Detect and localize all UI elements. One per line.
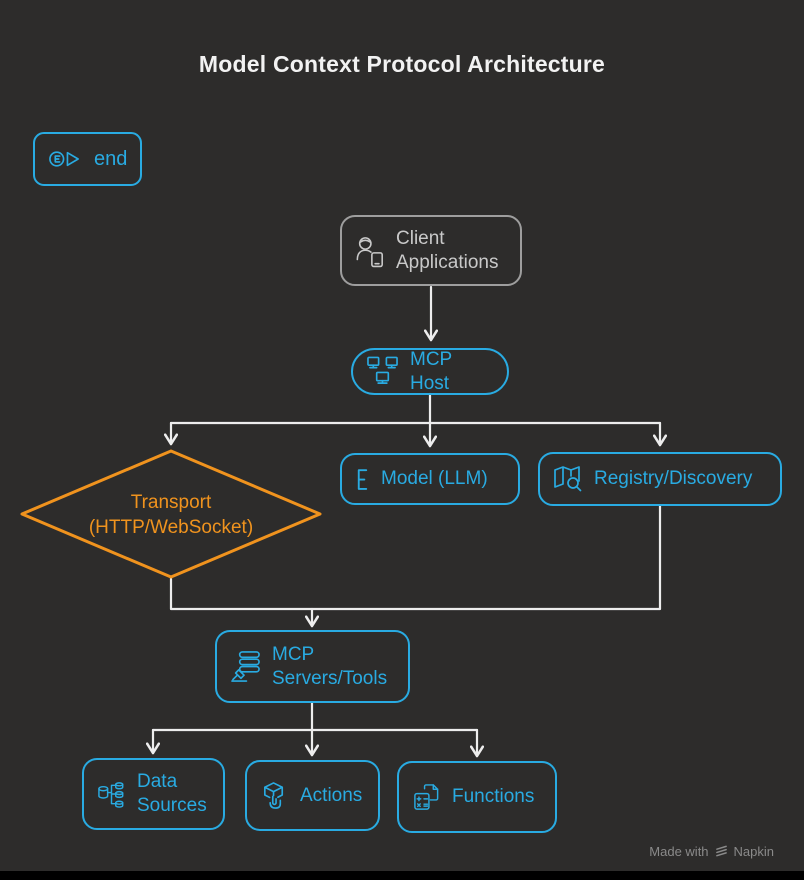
node-label: MCP Servers/Tools: [272, 643, 388, 689]
node-label-line2: (HTTP/WebSocket): [88, 517, 254, 538]
node-actions[interactable]: Actions: [245, 760, 380, 831]
node-label: Functions: [452, 786, 535, 807]
node-label: Data Sources: [137, 771, 207, 816]
napkin-logo-icon: [715, 845, 727, 857]
server-stack-hammer-icon: [230, 650, 261, 683]
diagram-title: Model Context Protocol Architecture: [198, 51, 606, 77]
e-bracket-icon: [355, 467, 370, 492]
watermark-prefix: Made with: [649, 844, 709, 859]
node-label: MCP Host: [410, 348, 452, 394]
database-tree-icon: [97, 780, 126, 809]
watermark-brand: Napkin: [733, 844, 774, 859]
node-label-line1: Transport: [130, 492, 212, 513]
bottom-letterbox: [0, 871, 804, 880]
node-label: Client Applications: [396, 227, 499, 273]
person-device-icon: [355, 234, 385, 268]
node-label: Model (LLM): [381, 468, 488, 489]
node-end[interactable]: end: [33, 132, 142, 186]
cube-hand-icon: [260, 781, 289, 810]
napkin-watermark[interactable]: Made with Napkin: [649, 844, 774, 859]
node-registry-discovery[interactable]: Registry/Discovery: [538, 452, 782, 506]
node-functions[interactable]: Functions: [397, 761, 557, 833]
networked-computers-icon: [366, 356, 399, 387]
node-label: Registry/Discovery: [594, 468, 753, 489]
node-transport[interactable]: Transport (HTTP/WebSocket): [21, 455, 321, 575]
node-data-sources[interactable]: Data Sources: [82, 758, 225, 830]
circled-e-play-icon: [48, 148, 83, 170]
node-mcp-host[interactable]: MCP Host: [351, 348, 509, 395]
calculator-document-icon: [412, 783, 441, 812]
node-client-applications[interactable]: Client Applications: [340, 215, 522, 286]
node-label: end: [94, 148, 128, 170]
node-mcp-servers-tools[interactable]: MCP Servers/Tools: [215, 630, 410, 703]
node-label: Actions: [300, 784, 363, 806]
map-search-icon: [553, 464, 583, 494]
node-model-llm[interactable]: Model (LLM): [340, 453, 520, 505]
